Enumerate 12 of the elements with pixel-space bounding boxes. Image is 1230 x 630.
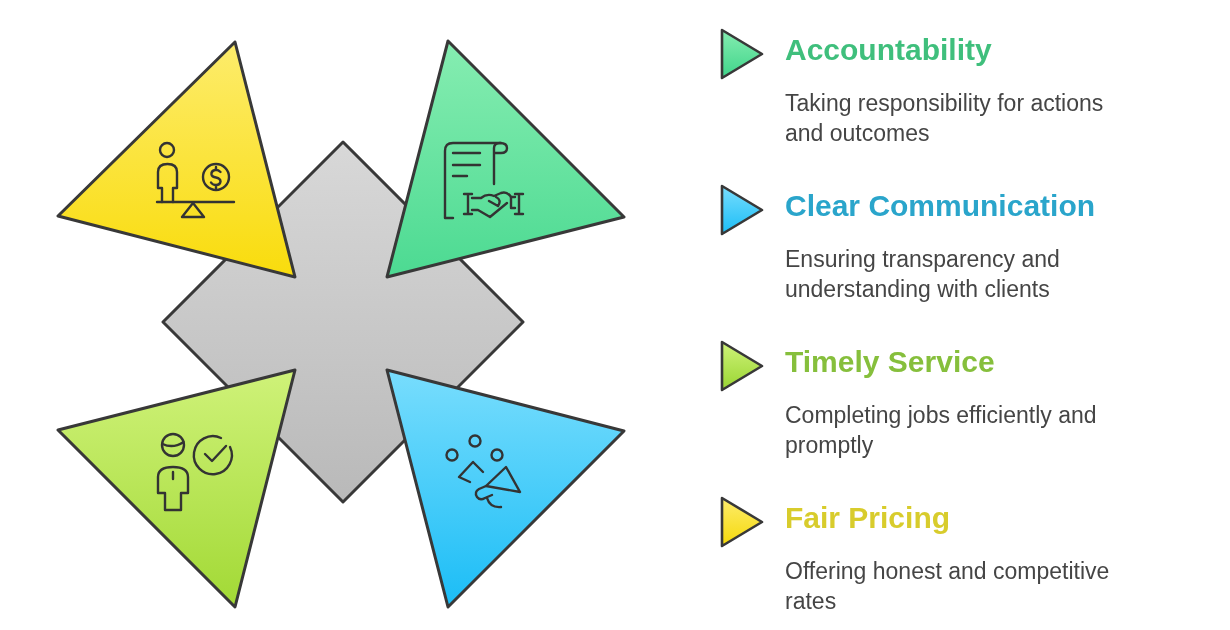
triangle-shape (56, 368, 297, 609)
triangle-shape (385, 39, 626, 279)
triangle-shape (385, 368, 626, 609)
item-description: Offering honest and competitive rates (785, 557, 1111, 616)
triangle-shape (56, 40, 297, 279)
item-heading: Clear Communication (785, 188, 1096, 224)
item-description: Completing jobs efficiently and promptly (785, 401, 1098, 460)
item-description: Ensuring transparency and understanding with clients (785, 245, 1061, 304)
item-heading: Fair Pricing (785, 500, 951, 536)
item-description: Taking responsibility for actions and outcomes (785, 89, 1105, 148)
item-heading: Accountability (785, 32, 992, 68)
item-heading: Timely Service (785, 344, 995, 380)
